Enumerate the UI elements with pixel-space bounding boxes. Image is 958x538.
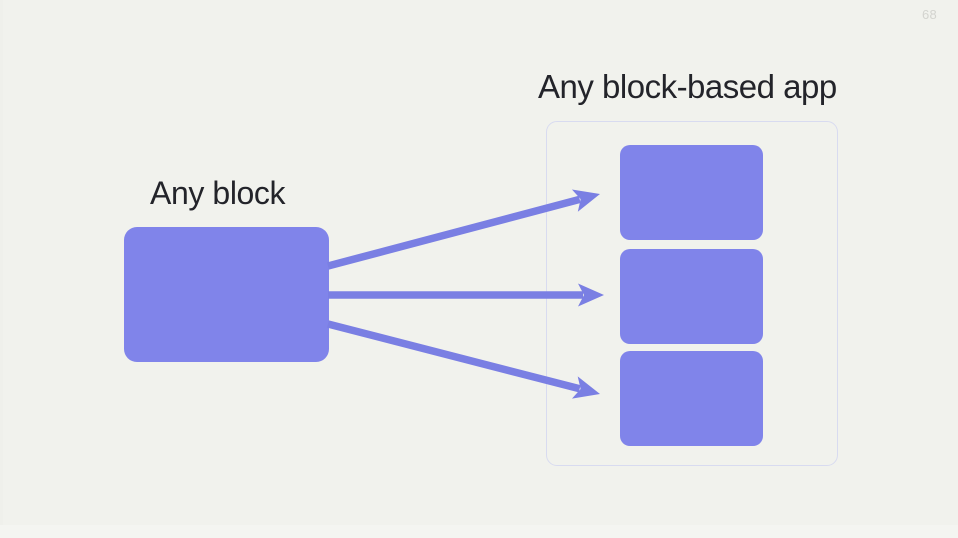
arrow-to-block-1-shaft: [327, 195, 581, 270]
target-block-3[interactable]: [620, 351, 763, 446]
app-title-heading: Any block-based app: [538, 68, 837, 105]
target-block-1[interactable]: [620, 145, 763, 240]
arrow-to-block-3-shaft: [327, 320, 581, 393]
target-block-2[interactable]: [620, 249, 763, 344]
slide-left-edge: [0, 0, 3, 538]
source-block-any-block[interactable]: [124, 227, 329, 362]
block-title-heading: Any block: [150, 175, 286, 211]
page-number: 68: [921, 7, 937, 22]
slide-bottom-band: [0, 525, 958, 538]
